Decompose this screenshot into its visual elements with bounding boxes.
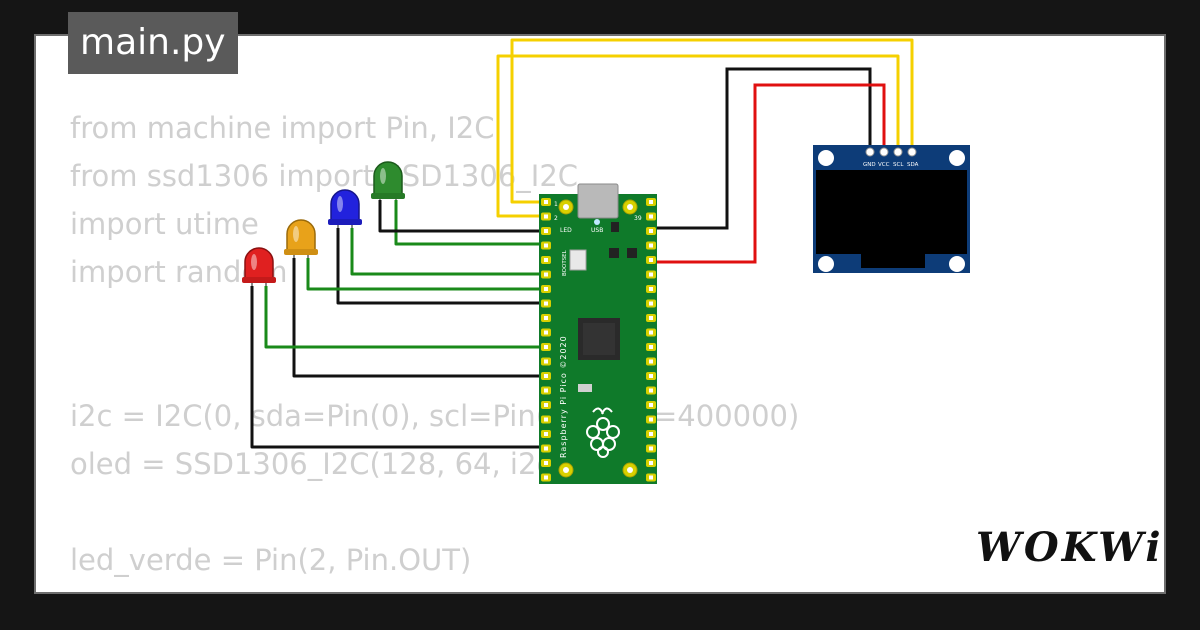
code-line: led_amarelo = Pin(4, Pin.OUT) <box>70 584 799 592</box>
usb-label: USB <box>591 227 603 234</box>
code-line: import utime <box>70 207 259 241</box>
code-line: from ssd1306 import SSD1306_I2C <box>70 159 579 193</box>
wire-oled-gnd[interactable] <box>651 67 872 230</box>
code-line: from machine import Pin, I2C <box>70 111 495 145</box>
pin1-label: 1 <box>554 201 558 208</box>
bootsel-button[interactable] <box>569 249 587 271</box>
oled-pin-scl: SCL <box>893 162 904 168</box>
pin2-label: 2 <box>554 215 558 222</box>
pico-pin-headers <box>541 198 656 482</box>
oled-display[interactable]: GND VCC SCL SDA <box>813 145 970 273</box>
led-blue[interactable] <box>328 189 362 228</box>
pin39-label: 39 <box>634 215 642 222</box>
wire-oled-vcc[interactable] <box>651 83 886 264</box>
wire-scl[interactable] <box>496 54 900 218</box>
code-line: i2c = I2C(0, sda=Pin(0), scl=Pin(1), fre… <box>70 399 800 433</box>
file-tab[interactable]: main.py <box>68 12 238 74</box>
wokwi-logo: WOKWi <box>976 524 1164 571</box>
oled-pin-vcc: VCC <box>878 162 890 168</box>
code-line: oled = SSD1306_I2C(128, 64, i2c) <box>70 447 564 481</box>
bootsel-label: BOOTSEL <box>562 249 568 276</box>
led-orange[interactable] <box>284 219 318 258</box>
led-label: LED <box>560 227 572 234</box>
usb-connector <box>577 183 619 219</box>
i2c-wires <box>496 38 914 218</box>
wire-led-green-cathode[interactable] <box>378 200 546 233</box>
led-green[interactable] <box>371 161 405 200</box>
wire-led-orange-cathode[interactable] <box>292 258 546 378</box>
raspberry-logo-icon <box>586 407 620 458</box>
wire-sda[interactable] <box>510 38 914 204</box>
wire-led-red-cathode[interactable] <box>250 286 546 449</box>
oled-pin-gnd: GND <box>863 162 876 168</box>
code-preview: from machine import Pin, I2C from ssd1306… <box>70 104 800 592</box>
wire-led-blue-cathode[interactable] <box>336 228 546 305</box>
oled-screen <box>816 170 967 254</box>
onboard-led <box>594 219 600 225</box>
wire-led-red-anode[interactable] <box>264 286 546 349</box>
code-line: led_verde = Pin(2, Pin.OUT) <box>70 543 472 577</box>
wire-led-green-anode[interactable] <box>394 200 546 246</box>
led-red[interactable] <box>242 247 276 286</box>
wire-led-orange-anode[interactable] <box>306 258 546 291</box>
canvas: from machine import Pin, I2C from ssd1306… <box>34 34 1166 594</box>
oled-pin-sda: SDA <box>907 162 919 168</box>
raspberry-pi-pico[interactable]: 1 2 39 LED USB BOOTSEL Raspberry Pi Pico… <box>539 183 657 484</box>
wire-led-blue-anode[interactable] <box>350 228 546 276</box>
board-name: Raspberry Pi Pico ©2020 <box>559 335 568 458</box>
